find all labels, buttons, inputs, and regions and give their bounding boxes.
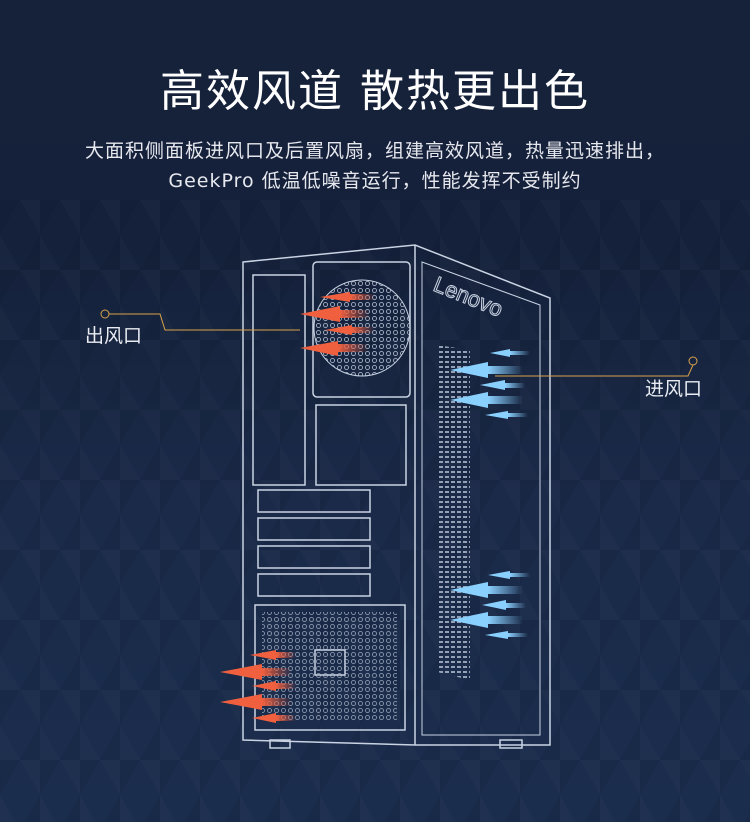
page-title: 高效风道 散热更出色 <box>160 66 590 117</box>
side-vent <box>437 345 470 680</box>
intake-leader-line <box>495 356 698 377</box>
description-line-2: GeekPro 低温低噪音运行，性能发挥不受制约 <box>168 170 582 192</box>
intake-label: 进风口 <box>645 378 703 400</box>
exhaust-leader-line <box>100 309 300 331</box>
intake-arrows-bottom <box>450 571 530 639</box>
exhaust-arrows-bottom <box>220 650 296 723</box>
intake-arrows-top <box>450 349 530 419</box>
description-line-1: 大面积侧面板进风口及后置风扇，组建高效风道，热量迅速排出， <box>84 140 665 162</box>
exhaust-label: 出风口 <box>85 325 143 347</box>
exhaust-arrows-top <box>300 292 375 356</box>
